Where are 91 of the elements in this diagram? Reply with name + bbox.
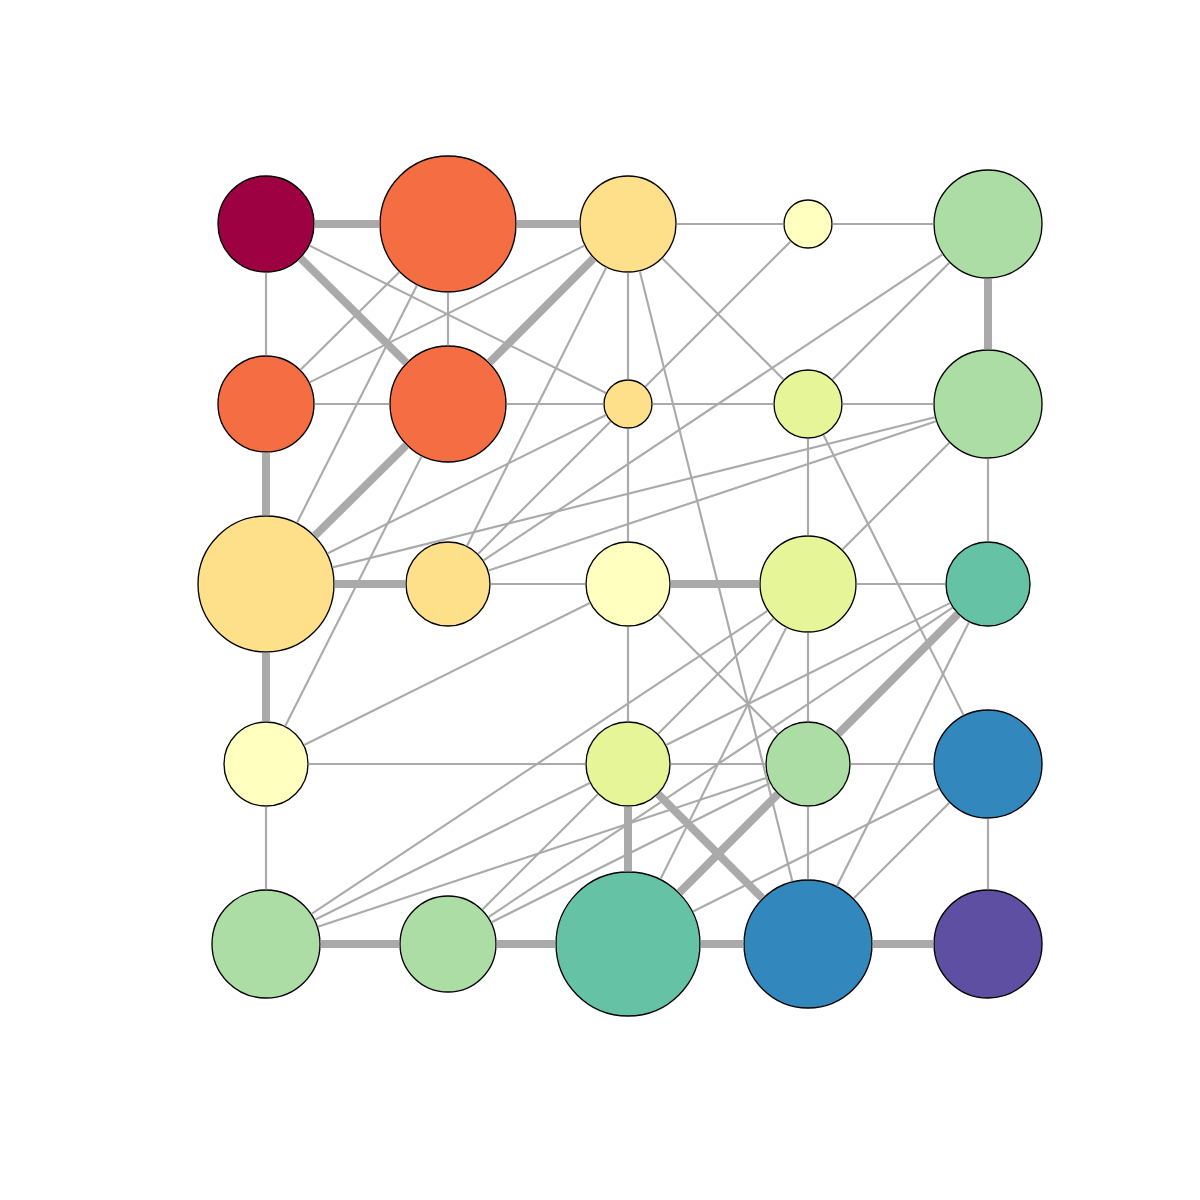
edge-line (644, 240, 792, 388)
edge-line (506, 402, 604, 406)
edge-line (308, 762, 586, 766)
node-circle (389, 345, 507, 463)
node-circle (933, 889, 1043, 999)
edge-line (488, 420, 937, 572)
edge-line (317, 776, 768, 928)
edge-line (477, 420, 612, 555)
edge-line (700, 940, 744, 948)
edge-line (516, 220, 580, 228)
node-circle (603, 379, 653, 429)
edge-line (841, 441, 951, 551)
node-circle (399, 895, 497, 993)
node-circle (585, 541, 671, 627)
edge-line (303, 602, 591, 746)
edge-line (264, 806, 268, 890)
edge-line (831, 261, 951, 381)
edge-line (466, 267, 608, 547)
edge-line (284, 455, 423, 727)
node-circle (379, 155, 517, 293)
edge-line (314, 782, 591, 921)
edge-line (638, 270, 794, 882)
edge-line (670, 580, 760, 588)
node-circle (211, 889, 321, 999)
edge-line (832, 222, 934, 226)
edge-line (676, 791, 781, 896)
node-circle (933, 349, 1043, 459)
edge-line (670, 762, 766, 766)
edge-line (835, 611, 961, 737)
node-circle (223, 721, 309, 807)
edge-line (655, 791, 766, 902)
edge-line (806, 438, 810, 536)
node-circle (585, 721, 671, 807)
node-circle (197, 515, 335, 653)
edge-line (692, 787, 940, 913)
edge-line (482, 253, 944, 562)
edge-line (332, 416, 936, 569)
edge-line (312, 442, 410, 539)
edge-line (842, 402, 934, 406)
node-circle (945, 541, 1031, 627)
node-circle (579, 175, 677, 273)
edge-line (296, 284, 418, 524)
edge-line (320, 940, 400, 948)
edge-line (496, 940, 556, 948)
edge-line (626, 272, 630, 380)
edge-line (850, 762, 934, 766)
node-circle (933, 169, 1043, 279)
edge-line (481, 793, 599, 911)
node-circle (405, 541, 491, 627)
edge-line (327, 414, 607, 555)
edge-line (872, 940, 934, 948)
node-circle (783, 199, 833, 249)
edge-line (299, 271, 400, 371)
edge-line (676, 222, 784, 226)
edge-line (853, 801, 951, 900)
edge-line (491, 782, 771, 924)
node-circle (217, 355, 315, 453)
edge-line (856, 582, 946, 586)
edge-line (626, 428, 630, 542)
edge-line (334, 580, 406, 588)
edge-line (310, 610, 769, 915)
edge-line (314, 402, 390, 406)
edge-line (262, 652, 270, 722)
edge-line (652, 402, 774, 406)
edge-line (626, 626, 630, 722)
node-circle (217, 175, 315, 273)
edge-line (297, 255, 410, 366)
edge-line (264, 272, 268, 356)
edge-line (661, 257, 785, 381)
node-circle (773, 369, 843, 439)
edge-line (806, 632, 810, 722)
node-circle (743, 879, 873, 1009)
edge-line (487, 606, 954, 918)
node-circle (933, 709, 1043, 819)
edge-line (984, 278, 992, 350)
edge-line (835, 621, 970, 887)
edge-line (314, 220, 380, 228)
edge-line (262, 452, 270, 516)
node-circle (765, 721, 851, 807)
node-circle (555, 871, 701, 1017)
edge-line (624, 806, 632, 872)
edge-line (986, 458, 990, 542)
edge-line (659, 627, 788, 880)
edge-line (490, 582, 586, 586)
node-circle (759, 535, 857, 633)
edge-line (665, 602, 951, 746)
edge-line (446, 292, 450, 346)
edge-line (822, 434, 965, 716)
edge-line (486, 255, 597, 366)
edge-line (806, 806, 810, 880)
edge-line (986, 818, 990, 890)
